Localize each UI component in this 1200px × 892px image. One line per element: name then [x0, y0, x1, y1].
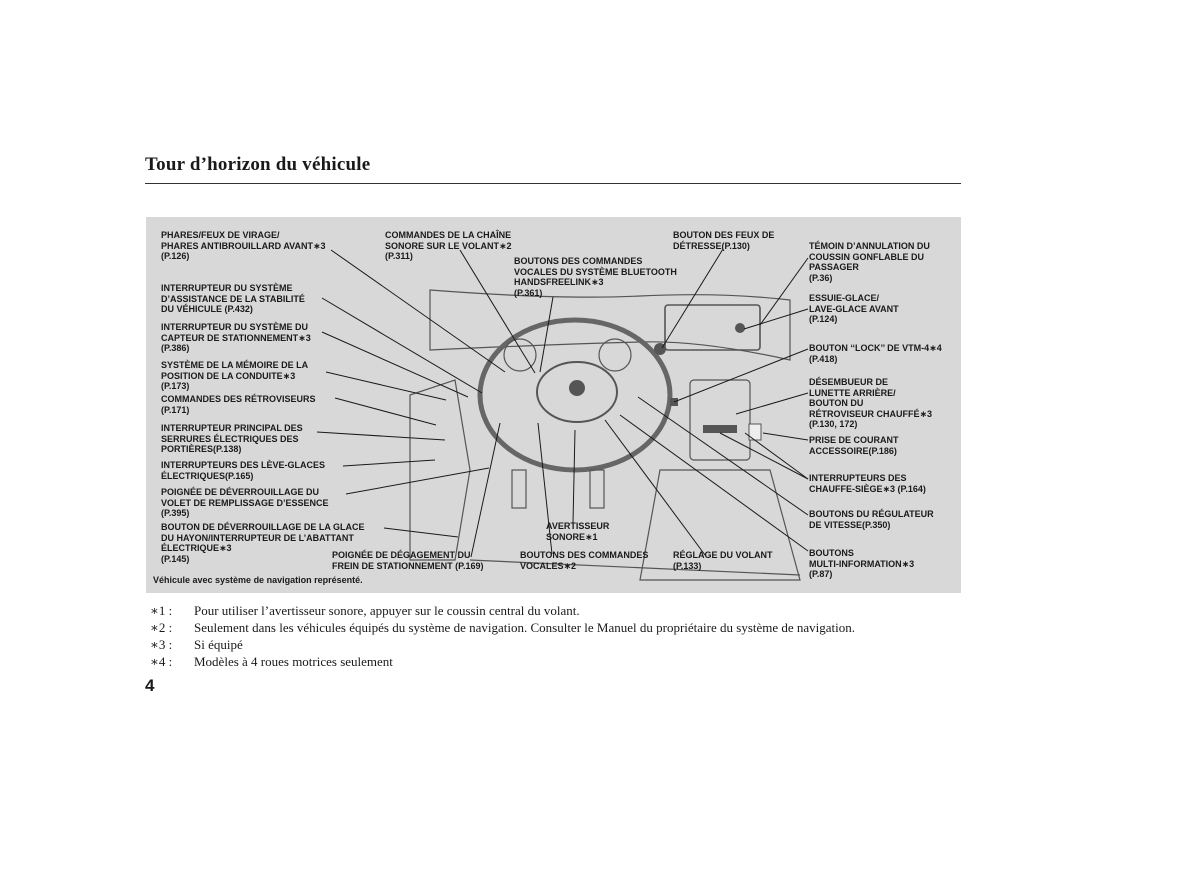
- label-power-outlet: PRISE DE COURANT ACCESSOIRE(P.186): [809, 435, 899, 456]
- label-hazard: BOUTON DES FEUX DE DÉTRESSE(P.130): [673, 230, 775, 251]
- front-wiper-button: [735, 323, 745, 333]
- dashboard-outline: [429, 289, 791, 361]
- page-title: Tour d’horizon du véhicule: [145, 154, 371, 175]
- wheel-hub: [536, 361, 618, 423]
- gauge-right: [598, 338, 632, 372]
- label-door-lock: INTERRUPTEUR PRINCIPAL DES SERRURES ÉLEC…: [161, 423, 303, 454]
- diagram-caption: Véhicule avec système de navigation repr…: [153, 575, 363, 585]
- label-tailgate: BOUTON DE DÉVERROUILLAGE DE LA GLACE DU …: [161, 522, 365, 564]
- label-power-windows: INTERRUPTEURS DES LÈVE-GLACES ÉLECTRIQUE…: [161, 460, 326, 481]
- label-wiper: ESSUIE-GLACE/ LAVE-GLACE AVANT (P.124): [809, 293, 899, 324]
- footnote-text: Pour utiliser l’avertisseur sonore, appu…: [194, 603, 580, 618]
- console-lower: [639, 469, 801, 581]
- steering-wheel: [477, 317, 673, 473]
- horn-logo: [569, 380, 585, 396]
- footnote-mark: ∗4 :: [150, 654, 173, 669]
- label-multi-info: BOUTONS MULTI-INFORMATION∗3 (P.87): [809, 548, 915, 579]
- footnote-text: Modèles à 4 roues motrices seulement: [194, 654, 393, 669]
- label-mirror-controls: COMMANDES DES RÉTROVISEURS (P.171): [161, 394, 316, 415]
- diagram-panel: [146, 217, 961, 593]
- floor: [469, 559, 801, 576]
- label-voice-buttons: BOUTONS DES COMMANDES VOCALES∗2: [520, 550, 649, 571]
- label-cruise-control: BOUTONS DU RÉGULATEUR DE VITESSE(P.350): [809, 509, 934, 530]
- nav-screen: [664, 304, 761, 351]
- label-memory-position: SYSTÈME DE LA MÉMOIRE DE LA POSITION DE …: [161, 360, 309, 391]
- gauge-left: [503, 338, 537, 372]
- page-number: 4: [145, 676, 155, 695]
- footnote-text: Si équipé: [194, 637, 243, 652]
- label-steering-adjust: RÉGLAGE DU VOLANT (P.133): [673, 550, 773, 571]
- label-parking-brake: POIGNÉE DE DÉGAGEMENT DU FREIN DE STATIO…: [332, 550, 484, 571]
- label-vtm4-lock: BOUTON ‘‘LOCK’’ DE VTM-4∗4 (P.418): [809, 343, 942, 364]
- pedal-right: [589, 469, 605, 509]
- seat-heater-switches: [703, 425, 737, 433]
- label-bluetooth-voice: BOUTONS DES COMMANDES VOCALES DU SYSTÈME…: [514, 256, 677, 298]
- label-fuel-door: POIGNÉE DE DÉVERROUILLAGE DU VOLET DE RE…: [161, 487, 329, 518]
- footnote-mark: ∗3 :: [150, 637, 173, 652]
- label-audio-controls: COMMANDES DE LA CHAÎNE SONORE SUR LE VOL…: [385, 230, 512, 261]
- label-defroster: DÉSEMBUEUR DE LUNETTE ARRIÈRE/ BOUTON DU…: [809, 377, 933, 429]
- label-stability-assist: INTERRUPTEUR DU SYSTÈME D’ASSISTANCE DE …: [161, 283, 305, 314]
- footnote-mark: ∗2 :: [150, 620, 173, 635]
- label-seat-heater: INTERRUPTEURS DES CHAUFFE-SIÈGE∗3 (P.164…: [809, 473, 926, 494]
- footnote-mark: ∗1 :: [150, 603, 173, 618]
- center-console: [689, 379, 751, 461]
- title-rule: [145, 183, 961, 184]
- label-airbag-off: TÉMOIN D’ANNULATION DU COUSSIN GONFLABLE…: [809, 241, 930, 283]
- label-horn: AVERTISSEUR SONORE∗1: [546, 521, 610, 542]
- label-headlights: PHARES/FEUX DE VIRAGE/ PHARES ANTIBROUIL…: [161, 230, 326, 261]
- label-parking-sensor: INTERRUPTEUR DU SYSTÈME DU CAPTEUR DE ST…: [161, 322, 311, 353]
- pedal-left: [511, 469, 527, 509]
- footnote-text: Seulement dans les véhicules équipés du …: [194, 620, 856, 635]
- door-panel: [409, 379, 471, 561]
